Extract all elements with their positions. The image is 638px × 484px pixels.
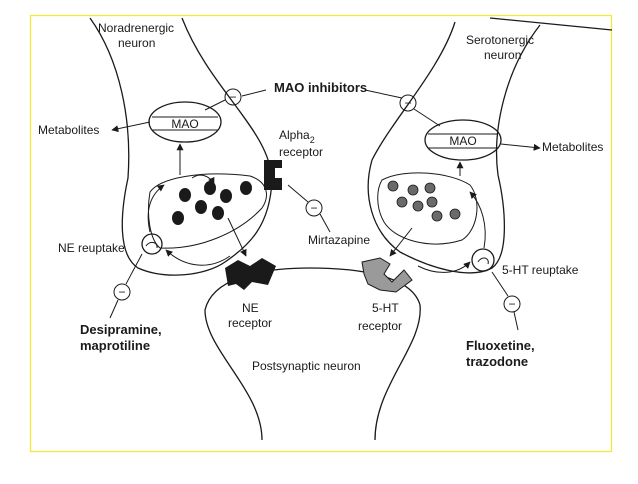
ne-vesicle bbox=[240, 181, 252, 195]
arrow-left-reuptake-to-vesicles bbox=[147, 184, 165, 233]
ne-vesicle bbox=[195, 200, 207, 214]
ne-vesicle bbox=[220, 189, 232, 203]
metabolites-right-label: Metabolites bbox=[542, 140, 603, 154]
desipramine-label-line2: maprotiline bbox=[80, 338, 150, 353]
mao-left-inhibit-line bbox=[204, 99, 226, 111]
ht-vesicle-pool-outline bbox=[377, 172, 478, 245]
arrow-left-vesicle-cycle bbox=[191, 174, 215, 185]
mao-left-minus-circle bbox=[224, 88, 242, 106]
ne-receptor-label-line2: receptor bbox=[228, 316, 272, 330]
ht-vesicle bbox=[407, 184, 419, 196]
mao-left-minus: − bbox=[229, 90, 236, 104]
ht-vesicle bbox=[412, 200, 424, 212]
ht-receptor-shape bbox=[361, 257, 413, 293]
ht-reuptake-minus: − bbox=[508, 297, 515, 311]
mao-inhibitors-label: MAO inhibitors bbox=[274, 80, 367, 95]
postsynaptic-neuron-outline bbox=[204, 267, 421, 441]
ne-vesicles bbox=[172, 181, 252, 225]
mirtazapine-minus: − bbox=[310, 201, 317, 215]
yellow-frame bbox=[29, 14, 613, 453]
noradrenergic-neuron-outline bbox=[89, 17, 273, 276]
ne-receptor-label-line1: NE bbox=[242, 301, 259, 315]
ht-reuptake-curl bbox=[477, 257, 489, 265]
noradrenergic-neuron-label-line2: neuron bbox=[118, 36, 155, 50]
ht-vesicle bbox=[449, 208, 461, 220]
inhibitor-markers bbox=[109, 88, 521, 331]
ne-vesicle bbox=[172, 211, 184, 225]
pathway-arrows bbox=[111, 121, 541, 273]
ht-reuptake-minus-circle bbox=[503, 295, 521, 313]
mao-right-inhibit-line bbox=[413, 108, 441, 127]
ne-reuptake-minus: − bbox=[118, 285, 125, 299]
arrow-left-mao-to-metabolites bbox=[111, 121, 151, 133]
ne-reuptake-minus-circle bbox=[113, 283, 131, 301]
ht-vesicle bbox=[396, 196, 408, 208]
ne-reuptake-label: NE reuptake bbox=[58, 241, 125, 255]
mao-right-label: MAO bbox=[449, 134, 476, 148]
ne-receptor-shape bbox=[225, 258, 276, 290]
arrow-left-reuptake-loop bbox=[165, 249, 231, 266]
fluoxetine-label-line2: trazodone bbox=[466, 354, 528, 369]
arrow-right-mao-to-metabolites bbox=[500, 143, 541, 151]
postsynaptic-neuron-label: Postsynaptic neuron bbox=[252, 359, 361, 373]
mao-right-minus: − bbox=[404, 96, 411, 110]
ht-vesicles bbox=[387, 180, 461, 222]
mao-inhibitor-line-left bbox=[241, 89, 267, 97]
ne-reuptake-curl bbox=[145, 241, 158, 249]
ne-reuptake-inhibit-line bbox=[125, 253, 143, 285]
fluoxetine-label-line1: Fluoxetine, bbox=[466, 338, 535, 353]
ne-vesicle bbox=[179, 188, 191, 202]
ne-reuptake-transporter bbox=[141, 233, 163, 255]
serotonergic-neuron-label-line2: neuron bbox=[484, 48, 521, 62]
mao-right-oval bbox=[424, 119, 502, 161]
ht-receptor-label-line2: receptor bbox=[358, 319, 402, 333]
ht-vesicle bbox=[426, 196, 438, 208]
mao-right-minus-circle bbox=[399, 94, 417, 112]
arrow-right-reuptake-loop bbox=[417, 261, 471, 273]
ht-reuptake-transporter bbox=[471, 248, 495, 272]
mirtazapine-label: Mirtazapine bbox=[308, 233, 370, 247]
desipramine-label-line bbox=[109, 299, 119, 319]
metabolites-left-label: Metabolites bbox=[38, 123, 99, 137]
scan-edge-line bbox=[489, 17, 613, 31]
mirtazapine-minus-circle bbox=[305, 199, 323, 217]
alpha2-receptor-label-line1: Alpha2 bbox=[279, 128, 315, 145]
serotonergic-neuron-label-line1: Serotonergic bbox=[466, 33, 534, 47]
ht-vesicle bbox=[431, 210, 443, 222]
fluoxetine-label-line bbox=[513, 311, 519, 331]
alpha2-receptor-label-line2: receptor bbox=[279, 145, 323, 159]
ht-receptor-label-line1: 5-HT bbox=[372, 301, 399, 315]
ne-vesicle bbox=[204, 181, 216, 195]
ht-vesicle bbox=[424, 182, 436, 194]
mirtazapine-inhibit-line bbox=[287, 184, 309, 203]
ht-reuptake-inhibit-line bbox=[491, 271, 509, 297]
noradrenergic-neuron-label-line1: Noradrenergic bbox=[98, 21, 174, 35]
ht-vesicle bbox=[387, 180, 399, 192]
arrow-left-release-to-ne-receptor bbox=[227, 217, 247, 257]
mao-left-label: MAO bbox=[171, 117, 198, 131]
desipramine-label-line1: Desipramine, bbox=[80, 322, 162, 337]
ne-vesicle-pool-outline bbox=[147, 173, 267, 249]
mao-inhibitor-line-right bbox=[364, 89, 403, 99]
ne-vesicle bbox=[212, 206, 224, 220]
arrow-right-release-to-ht-receptor bbox=[389, 227, 413, 257]
mirtazapine-label-line bbox=[319, 213, 331, 233]
alpha2-receptor-shape bbox=[264, 160, 282, 190]
arrow-right-reuptake-to-vesicles bbox=[469, 191, 486, 249]
ht-reuptake-label: 5-HT reuptake bbox=[502, 263, 579, 277]
